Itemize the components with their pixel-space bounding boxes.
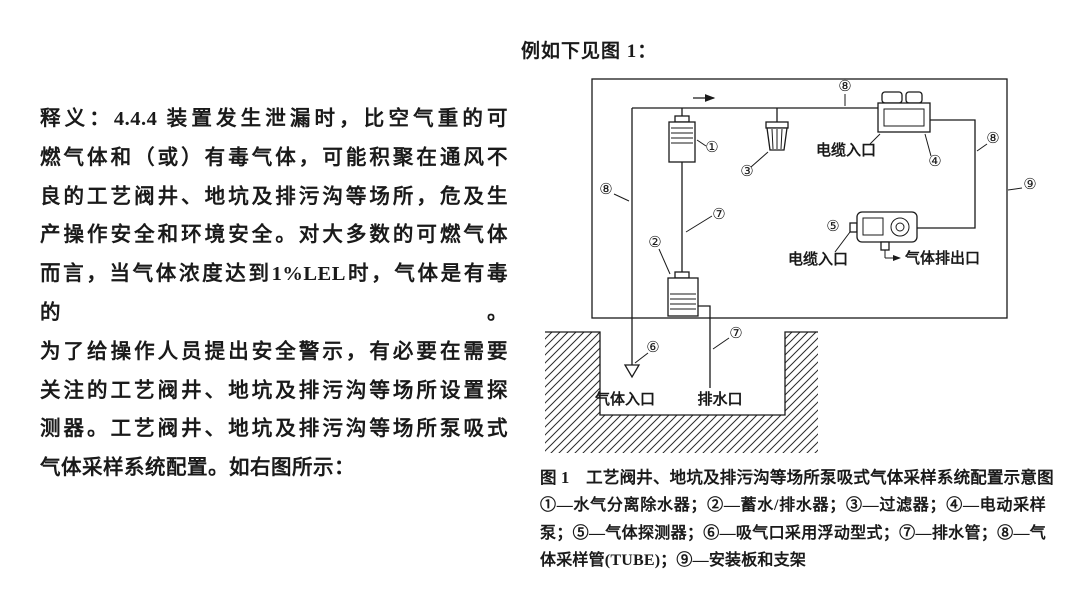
- text-line: 而言，当气体浓度达到1%LEL时，气体是有毒的。: [40, 263, 508, 324]
- water-storage-drainer-symbol: [667, 271, 699, 317]
- cable-entry-label-top: 电缆入口: [816, 141, 876, 159]
- figure-intro-text: 例如下见图 1：: [521, 41, 658, 62]
- text-line: 测器。工艺阀井、地坑及排污沟等场所泵吸式: [40, 418, 508, 441]
- callout-7b: ⑦: [729, 326, 742, 342]
- gas-detector-symbol: [849, 211, 918, 261]
- gas-outlet-label: 气体排出口: [904, 249, 980, 267]
- callout-8c: ⑧: [599, 182, 612, 198]
- callout-2: ②: [648, 235, 661, 251]
- text-line: 释义：4.4.4 装置发生泄漏时，比空气重的可: [40, 108, 508, 130]
- gas-inlet-label: 气体入口: [594, 390, 655, 408]
- callout-7: ⑦: [712, 207, 725, 223]
- callout-5: ⑤: [826, 219, 839, 235]
- callout-3: ③: [740, 164, 753, 180]
- gas-outlet-nozzle: [880, 241, 890, 251]
- callout-1: ①: [705, 140, 718, 156]
- callout-4: ④: [928, 154, 941, 170]
- figure-caption-legend: ①—水气分离除水器；②—蓄水/排水器；③—过滤器；④—电动采样泵；⑤—气体探测器…: [540, 497, 1046, 569]
- mounting-plate-outline: [591, 78, 1008, 319]
- figure-caption-title: 图 1 工艺阀井、地坑及排污沟等场所泵吸式气体采样系统配置示意图: [540, 468, 1054, 487]
- text-line: 气体采样系统配置。如右图所示：: [40, 457, 355, 480]
- drain-outlet-label: 排水口: [697, 390, 742, 408]
- sampling-tube-piping: [631, 94, 976, 388]
- pit-ground: [545, 331, 818, 453]
- water-gas-separator-symbol: [668, 115, 696, 163]
- sampling-pump-symbol: [877, 91, 931, 133]
- callout-8: ⑧: [838, 79, 851, 95]
- text-line: 燃气体和（或）有毒气体，可能积聚在通风不: [40, 146, 508, 169]
- text-line: 关注的工艺阀井、地坑及排污沟等场所设置探: [40, 379, 508, 402]
- figure-caption: 图 1 工艺阀井、地坑及排污沟等场所泵吸式气体采样系统配置示意图 ①—水气分离除…: [540, 464, 1054, 575]
- figure1-diagram: ① ② ③ ④ ⑤ ⑥ ⑦ ⑦ ⑧ ⑧ ⑧ ⑨ 电缆入口 电缆入口 气体排出口 …: [545, 78, 1037, 453]
- callout-6: ⑥: [646, 340, 659, 356]
- filter-symbol: [765, 121, 789, 151]
- clause-explanation-paragraph: 释义：4.4.4 装置发生泄漏时，比空气重的可 燃气体和（或）有毒气体，可能积聚…: [40, 100, 508, 488]
- callout-9: ⑨: [1023, 177, 1036, 193]
- text-line: 产操作安全和环境安全。对大多数的可燃气体: [40, 224, 508, 247]
- cable-entry-label-bottom: 电缆入口: [788, 250, 848, 268]
- callout-8b: ⑧: [986, 131, 999, 147]
- text-line: 为了给操作人员提出安全警示，有必要在需要: [40, 340, 508, 363]
- text-line: 良的工艺阀井、地坑及排污沟等场所，危及生: [40, 185, 508, 208]
- leader-lines: [613, 94, 1023, 364]
- floating-suction-inlet-symbol: [623, 364, 641, 379]
